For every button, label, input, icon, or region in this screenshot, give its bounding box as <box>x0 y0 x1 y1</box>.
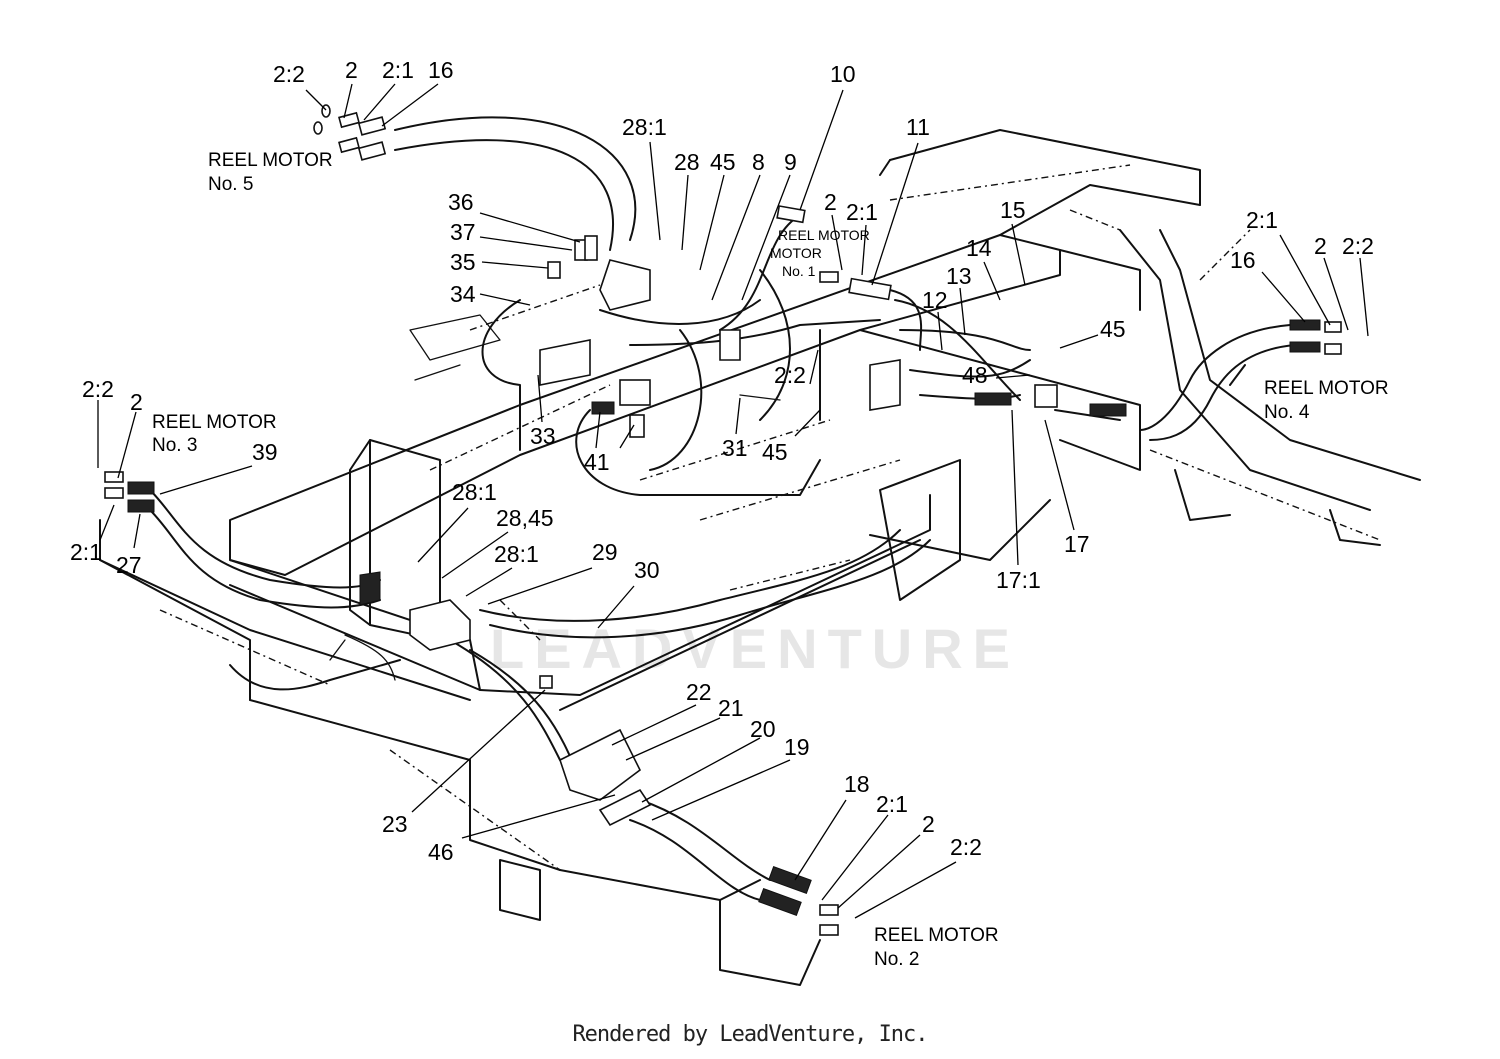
callout-37: 2:1 <box>70 539 102 565</box>
reel-motor-3-label: REEL MOTOR <box>152 412 277 433</box>
callout-13: 36 <box>448 189 474 215</box>
callout-12: 2:1 <box>846 199 878 225</box>
callout-23: 2 <box>1314 233 1327 259</box>
reel-motor-1-number: No. 1 <box>782 263 816 279</box>
leader-lines <box>97 83 1369 919</box>
callout-14: 37 <box>450 219 476 245</box>
callout-11: 2 <box>824 189 837 215</box>
reel-motor-1-label-line2: MOTOR <box>770 245 822 261</box>
watermark-text: LEADVENTURE <box>490 617 1020 680</box>
callout-8: 9 <box>784 149 797 175</box>
reel-motor-5-label: REEL MOTOR <box>208 150 333 171</box>
callout-20: 12 <box>922 287 948 313</box>
callout-2: 2:1 <box>382 57 414 83</box>
callout-5: 28 <box>674 149 700 175</box>
callout-labels: 2:2 2 2:1 16 28:1 28 45 8 9 10 11 2 2:1 … <box>70 57 1374 865</box>
fittings-and-components <box>104 104 1342 936</box>
callout-48: 23 <box>382 811 408 837</box>
callout-28: 33 <box>530 423 556 449</box>
callout-3: 16 <box>428 57 454 83</box>
callout-21: 2:1 <box>1246 207 1278 233</box>
reel-motor-3-number: No. 3 <box>152 435 197 456</box>
callout-26: 48 <box>962 362 988 388</box>
callout-32: 17 <box>1064 531 1090 557</box>
callout-16: 34 <box>450 281 476 307</box>
callout-6: 45 <box>710 149 736 175</box>
callout-27: 2:2 <box>774 362 806 388</box>
callout-7: 8 <box>752 149 765 175</box>
render-credit: Rendered by LeadVenture, Inc. <box>572 1022 928 1047</box>
callout-41: 28:1 <box>494 541 539 567</box>
chassis-frame <box>99 129 1421 986</box>
callout-50: 18 <box>844 771 870 797</box>
callout-30: 31 <box>722 435 748 461</box>
reel-motor-4-label: REEL MOTOR <box>1264 378 1389 399</box>
reel-motor-5-number: No. 5 <box>208 174 253 195</box>
callout-31: 45 <box>762 439 788 465</box>
reel-motor-labels: REEL MOTOR No. 5 REEL MOTOR MOTOR No. 1 … <box>152 150 1389 970</box>
callout-39: 28:1 <box>452 479 497 505</box>
callout-44: 22 <box>686 679 712 705</box>
reel-motor-4-number: No. 4 <box>1264 402 1310 423</box>
callout-38: 27 <box>116 552 142 578</box>
reel-motor-2-label: REEL MOTOR <box>874 925 999 946</box>
callout-18: 14 <box>966 235 992 261</box>
reel-motor-2-number: No. 2 <box>874 949 919 970</box>
callout-22: 16 <box>1230 247 1256 273</box>
callout-24: 2:2 <box>1342 233 1374 259</box>
callout-17: 15 <box>1000 197 1026 223</box>
callout-4: 28:1 <box>622 114 667 140</box>
callout-47: 19 <box>784 734 810 760</box>
callout-53: 2:2 <box>950 834 982 860</box>
callout-51: 2:1 <box>876 791 908 817</box>
callout-19: 13 <box>946 263 972 289</box>
callout-40: 28,45 <box>496 505 554 531</box>
callout-46: 20 <box>750 716 776 742</box>
callout-29: 41 <box>584 449 610 475</box>
callout-34: 2:2 <box>82 376 114 402</box>
callout-43: 30 <box>634 557 660 583</box>
callout-9: 10 <box>830 61 856 87</box>
callout-25: 45 <box>1100 316 1126 342</box>
callout-52: 2 <box>922 811 935 837</box>
reel-motor-1-label: REEL MOTOR <box>778 227 870 243</box>
callout-33: 17:1 <box>996 567 1041 593</box>
callout-42: 29 <box>592 539 618 565</box>
callout-1: 2 <box>345 57 358 83</box>
callout-45: 21 <box>718 695 744 721</box>
callout-35: 2 <box>130 389 143 415</box>
callout-49: 46 <box>428 839 454 865</box>
callout-0: 2:2 <box>273 61 305 87</box>
callout-15: 35 <box>450 249 476 275</box>
callout-36: 39 <box>252 439 278 465</box>
hydraulic-hoses <box>149 116 1296 901</box>
callout-10: 11 <box>906 114 930 140</box>
